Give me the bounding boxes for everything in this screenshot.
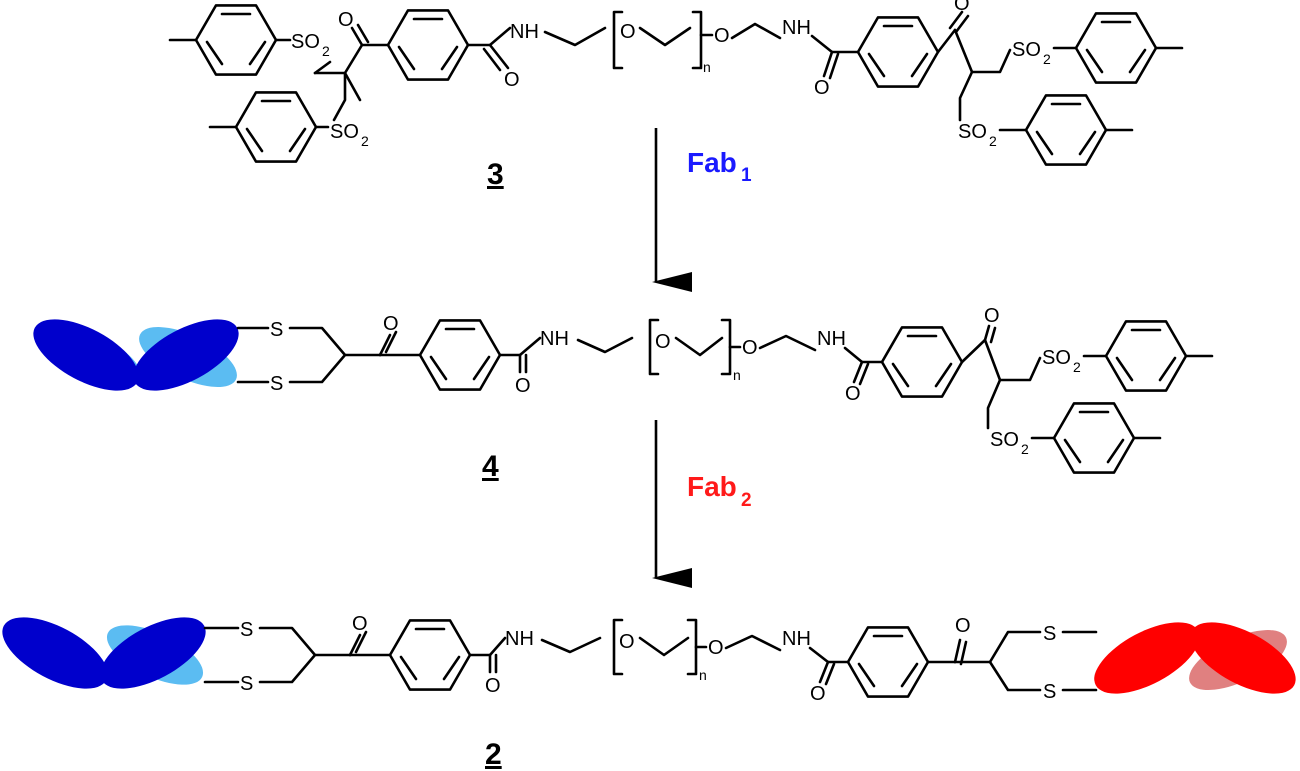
- atom-so-sub: 2: [1043, 51, 1051, 67]
- atom-nh: NH: [540, 328, 569, 350]
- atom-o: O: [504, 69, 520, 91]
- compound-2-structure: S S O O NH O n O NH O O S: [2, 613, 1296, 705]
- blue-antibody-fab-icon: [2, 617, 206, 689]
- red-antibody-fab-icon: [1094, 622, 1296, 694]
- repeat-n: n: [733, 367, 741, 383]
- atom-so-sub: 2: [322, 43, 330, 59]
- atom-nh: NH: [782, 628, 811, 650]
- atom-o: O: [515, 375, 531, 397]
- atom-so: SO: [958, 121, 987, 143]
- repeat-n: n: [703, 59, 711, 75]
- repeat-n: n: [699, 667, 707, 683]
- atom-so: SO: [291, 31, 320, 53]
- atom-so-sub: 2: [1073, 359, 1081, 375]
- atom-o: O: [984, 305, 1000, 327]
- compound-3-structure: SO 2 O O NH O n O NH O: [170, 0, 1182, 165]
- atom-o: O: [954, 0, 970, 15]
- blue-antibody-fab-icon: [33, 319, 239, 391]
- atom-so: SO: [1042, 347, 1071, 369]
- reagent-fab2: Fab: [687, 471, 737, 502]
- atom-s: S: [240, 673, 253, 695]
- atom-o: O: [845, 383, 861, 405]
- atom-o: O: [708, 637, 724, 659]
- atom-o: O: [814, 77, 830, 99]
- compound-label-3: 3: [487, 158, 504, 191]
- atom-s: S: [270, 319, 283, 341]
- compound-label-4: 4: [482, 450, 499, 483]
- atom-so-sub: 2: [1021, 441, 1029, 457]
- atom-so: SO: [990, 429, 1019, 451]
- atom-o: O: [714, 25, 730, 47]
- atom-so-sub: 2: [989, 133, 997, 149]
- atom-o: O: [485, 675, 501, 697]
- atom-o: O: [338, 9, 354, 31]
- compound-4-structure: S S O O NH O n O NH O O SO: [33, 305, 1212, 473]
- atom-nh: NH: [817, 328, 846, 350]
- atom-o: O: [352, 613, 368, 635]
- atom-o: O: [955, 615, 971, 637]
- atom-nh: NH: [510, 21, 539, 43]
- atom-o: O: [619, 631, 635, 653]
- atom-s: S: [270, 373, 283, 395]
- atom-so: SO: [1012, 39, 1041, 61]
- atom-so: SO: [330, 121, 359, 143]
- atom-s: S: [1043, 623, 1056, 645]
- atom-o: O: [383, 313, 399, 335]
- atom-s: S: [1043, 681, 1056, 703]
- atom-o: O: [620, 21, 636, 43]
- atom-o: O: [742, 337, 758, 359]
- atom-s: S: [240, 619, 253, 641]
- reagent-fab1: Fab: [687, 147, 737, 178]
- atom-o: O: [655, 331, 671, 353]
- atom-nh: NH: [782, 17, 811, 39]
- atom-so-sub: 2: [361, 133, 369, 149]
- atom-o: O: [810, 683, 826, 705]
- reagent-fab1-subscript: 1: [741, 165, 752, 186]
- atom-nh: NH: [505, 628, 534, 650]
- compound-label-2: 2: [485, 738, 502, 771]
- reagent-fab2-subscript: 2: [741, 490, 752, 511]
